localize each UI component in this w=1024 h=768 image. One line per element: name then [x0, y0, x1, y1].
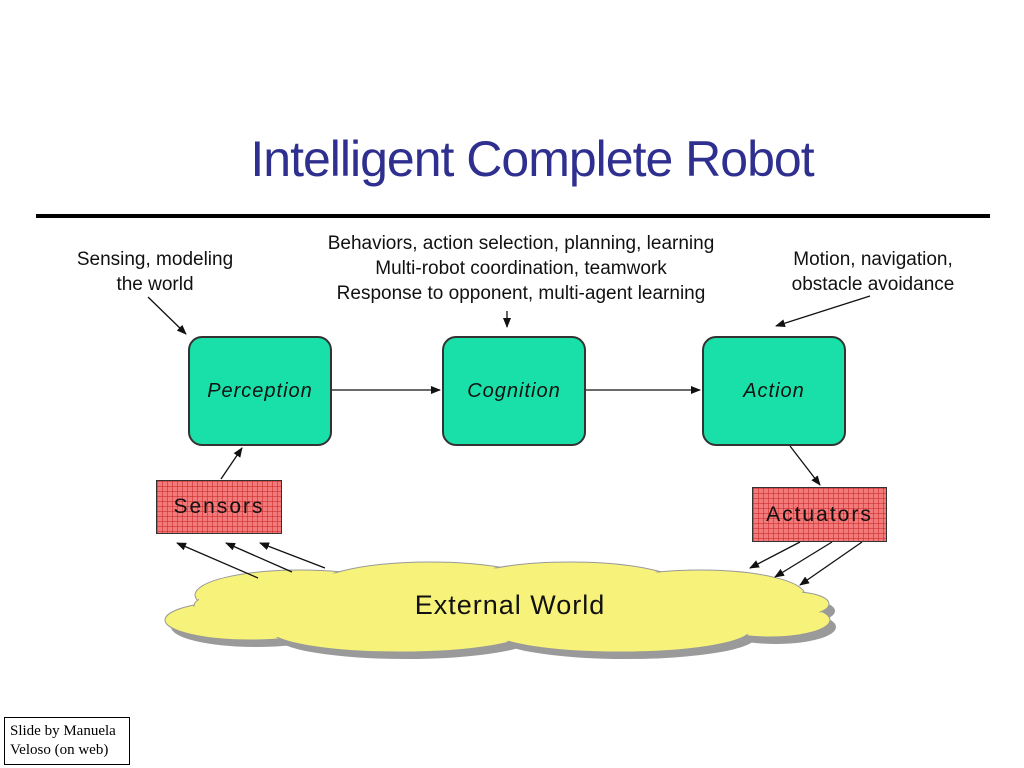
arrow-actuators-to-world-1 — [749, 541, 801, 569]
title-divider — [36, 214, 990, 218]
sensors-box: Sensors — [156, 480, 282, 534]
perception-note-line-2: the world — [116, 274, 194, 295]
external-world-label: External World — [414, 590, 606, 620]
action-note: Motion, navigation, obstacle avoidance — [775, 247, 971, 297]
slide-title: Intelligent Complete Robot — [250, 131, 814, 187]
action-box: Action — [702, 336, 846, 446]
perception-box: Perception — [188, 336, 332, 446]
cognition-note: Behaviors, action selection, planning, l… — [290, 231, 752, 306]
actuators-box: Actuators — [752, 487, 887, 542]
arrow-note-to-perception — [147, 296, 187, 335]
arrow-action-to-actuators — [789, 445, 821, 486]
action-note-line-2: obstacle avoidance — [791, 274, 955, 295]
cognition-box: Cognition — [442, 336, 586, 446]
slide-credit: Slide by Manuela Veloso (on web) — [4, 717, 130, 765]
arrow-world-to-sensors-2 — [225, 542, 293, 573]
cognition-note-line-3: Response to opponent, multi-agent learni… — [336, 283, 706, 304]
credit-line-2: Veloso (on web) — [10, 742, 109, 758]
arrow-note-to-action — [775, 295, 871, 328]
arrow-actuators-to-world-3 — [799, 541, 863, 586]
arrow-world-to-sensors-3 — [259, 542, 326, 569]
cognition-note-line-2: Multi-robot coordination, teamwork — [375, 258, 667, 279]
credit-line-1: Slide by Manuela — [10, 723, 116, 739]
perception-note-line-1: Sensing, modeling — [76, 249, 234, 270]
arrow-world-to-sensors-1 — [176, 542, 259, 579]
arrow-sensors-to-perception — [220, 447, 243, 480]
arrow-actuators-to-world-2 — [774, 541, 833, 578]
perception-note: Sensing, modeling the world — [58, 247, 252, 297]
action-note-line-1: Motion, navigation, — [793, 249, 953, 270]
cognition-note-line-1: Behaviors, action selection, planning, l… — [327, 233, 715, 254]
external-world-cloud-fill — [167, 564, 828, 650]
